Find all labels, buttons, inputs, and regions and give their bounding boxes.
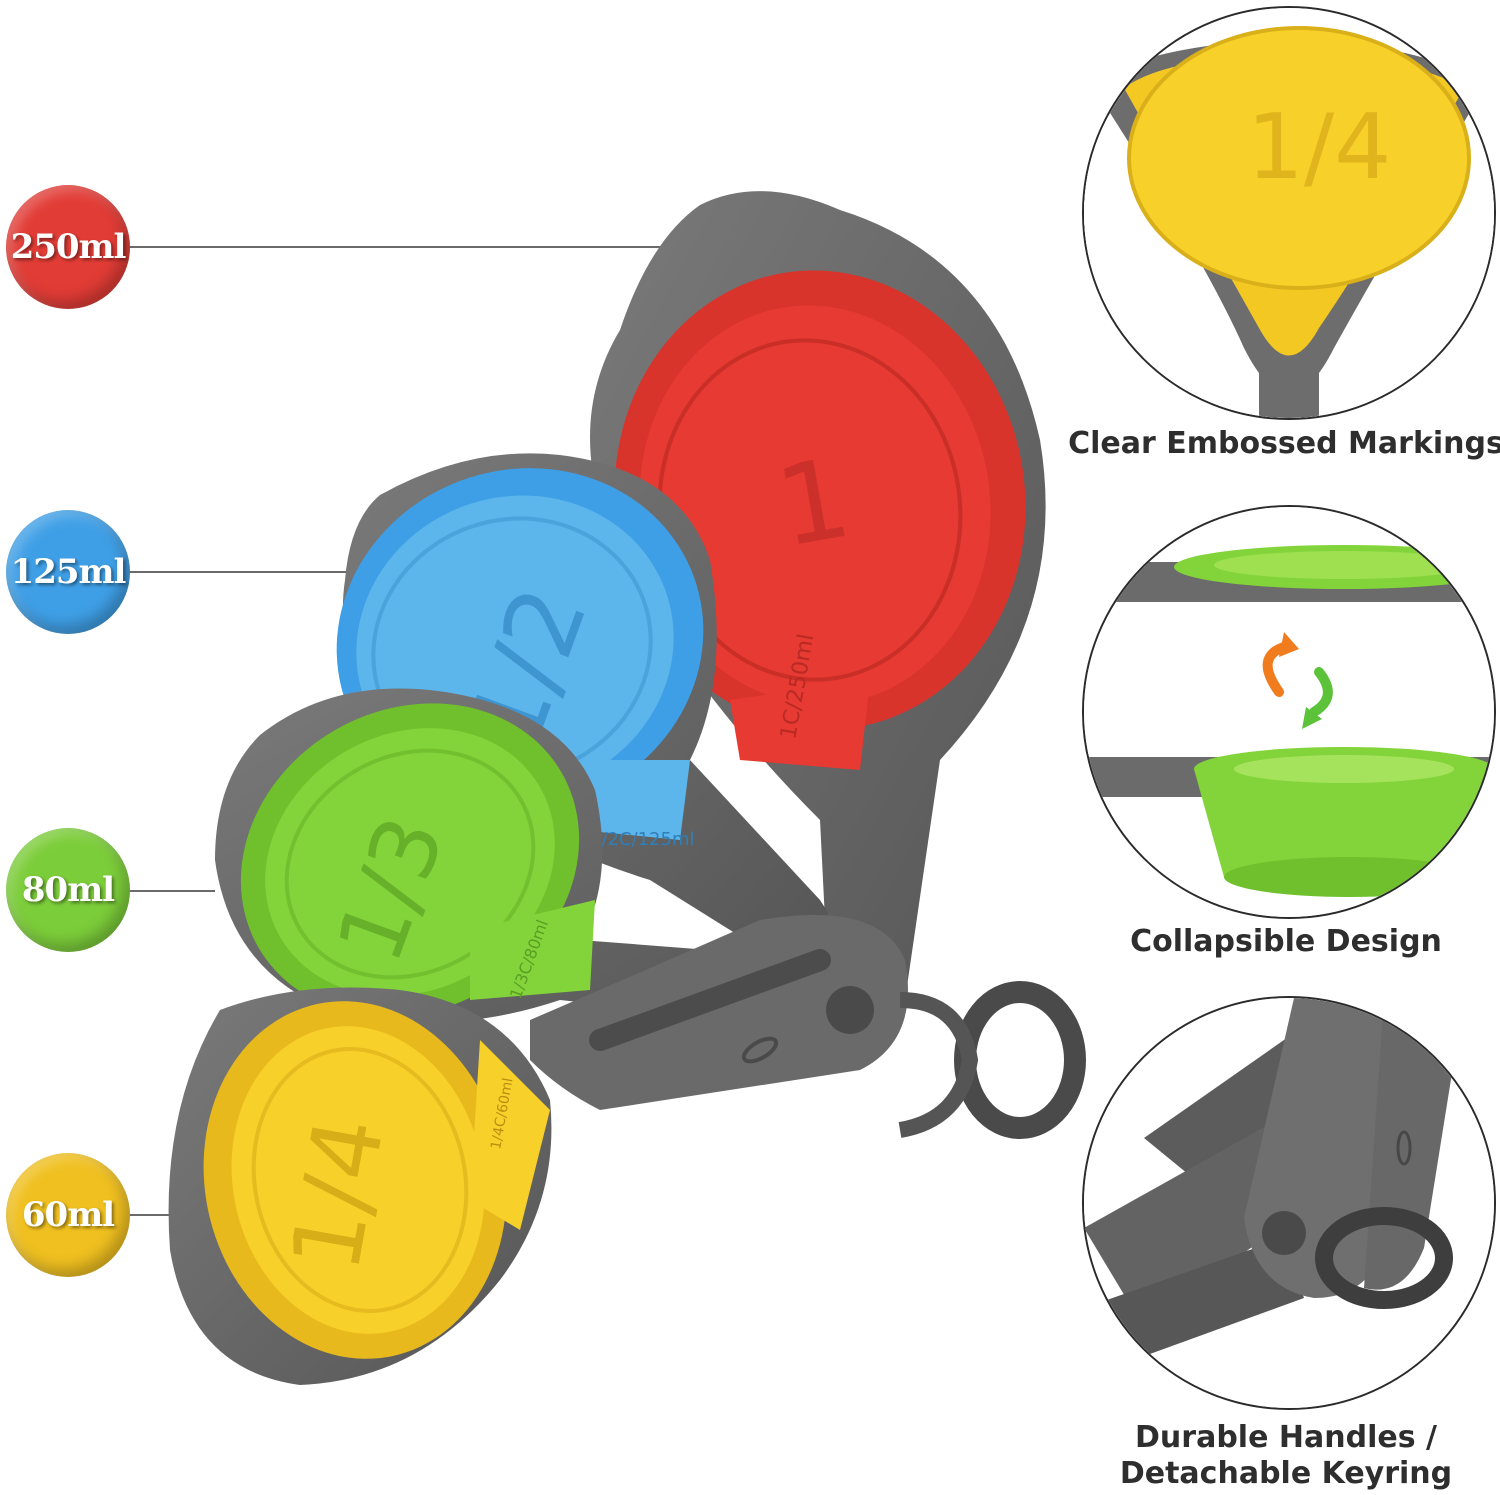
handle-bundle [530, 915, 979, 1138]
size-badge-60ml: 60ml [6, 1153, 130, 1277]
cycle-arrow-icon [1309, 667, 1333, 717]
size-badge-label: 80ml [21, 870, 115, 910]
measuring-cups-illustration: 1 1C/250ml 1/2 1/2C/125ml 1/3 1/3C/80ml [168, 191, 1086, 1385]
cycle-arrow-icon [1262, 642, 1289, 697]
size-badge-label: 125ml [10, 552, 127, 592]
feature-zoom-markings: 1/4 [1082, 6, 1496, 420]
caption-collapsible-design: Collapsible Design [1130, 924, 1442, 959]
caption-handles-keyring: Durable Handles / Detachable Keyring [1066, 1420, 1500, 1492]
handles-closeup [1084, 998, 1494, 1408]
keyring [954, 981, 1086, 1139]
size-badge-250ml: 250ml [6, 185, 130, 309]
leader-line-250ml [130, 246, 705, 248]
collapsible-closeup [1084, 507, 1494, 917]
embossed-marking: 1/4 [1247, 95, 1392, 200]
cup-red-250ml: 1 1C/250ml [590, 191, 1046, 1037]
rivet [1262, 1211, 1306, 1255]
feature-zoom-handles [1082, 996, 1496, 1410]
cup-green-80ml: 1/3 1/3C/80ml [215, 688, 860, 1030]
leader-line-60ml [130, 1214, 170, 1216]
leader-line-80ml [130, 890, 215, 892]
cup-marking-yellow: 1/4 [271, 1110, 406, 1280]
size-badge-125ml: 125ml [6, 510, 130, 634]
cup-volume-blue: 1/2C/125ml [590, 829, 695, 850]
caption-line-1: Durable Handles / [1135, 1420, 1437, 1455]
caption-line-2: Detachable Keyring [1119, 1456, 1453, 1491]
leader-line-125ml [130, 571, 355, 573]
rivet [826, 986, 874, 1034]
cup-yellow-60ml: 1/4 1/4C/60ml [168, 987, 552, 1385]
caption-embossed-markings: Clear Embossed Markings [1068, 426, 1500, 461]
keyring [1315, 1207, 1453, 1309]
size-badge-80ml: 80ml [6, 828, 130, 952]
markings-closeup: 1/4 [1084, 8, 1494, 418]
size-badge-label: 60ml [21, 1195, 115, 1235]
feature-zoom-collapsible [1082, 505, 1496, 919]
size-badge-label: 250ml [10, 227, 127, 267]
